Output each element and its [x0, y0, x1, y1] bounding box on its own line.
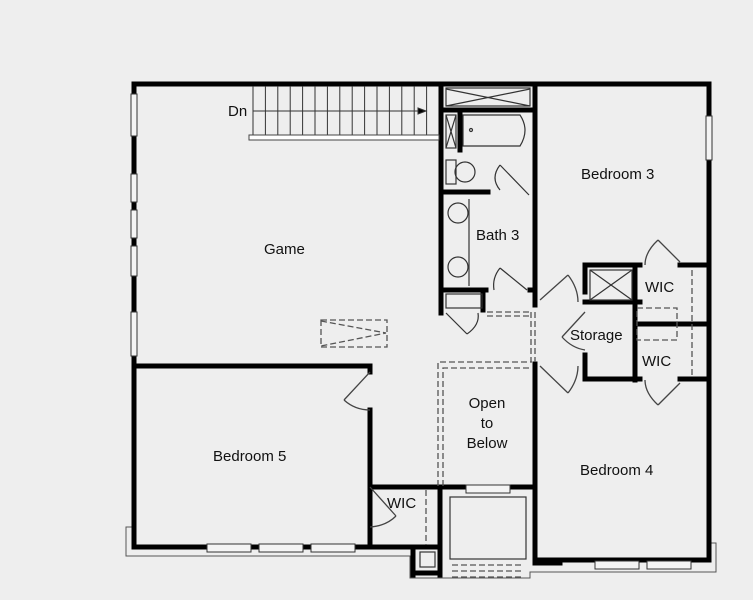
- room-label-game: Game: [264, 241, 305, 258]
- doors: [343, 239, 681, 528]
- room-label-storage: Storage: [570, 327, 623, 344]
- bath-fixtures: [445, 87, 531, 335]
- open-to-below-line-3: Below: [466, 435, 508, 452]
- room-label-open-to-below: Open to Below: [460, 394, 514, 454]
- walls: [131, 81, 712, 578]
- room-label-wic-bedroom-3: WIC: [645, 279, 675, 296]
- open-to-below-line-2: to: [480, 415, 494, 432]
- open-to-below-line-1: Open: [468, 395, 506, 412]
- room-label-wic-bedroom-4: WIC: [642, 353, 672, 370]
- room-label-bedroom-4: Bedroom 4: [580, 462, 654, 479]
- room-label-bath-3: Bath 3: [476, 227, 520, 244]
- windows: [130, 93, 713, 570]
- exterior-outline: [125, 526, 717, 579]
- stairs: [248, 86, 440, 141]
- room-label-bedroom-5: Bedroom 5: [213, 448, 287, 465]
- room-label-bedroom-3: Bedroom 3: [581, 166, 655, 183]
- dashed-outlines: [320, 270, 693, 578]
- room-label-wic-bedroom-5: WIC: [387, 495, 417, 512]
- stairs-label: Dn: [228, 103, 248, 120]
- misc-fixtures: [419, 269, 633, 568]
